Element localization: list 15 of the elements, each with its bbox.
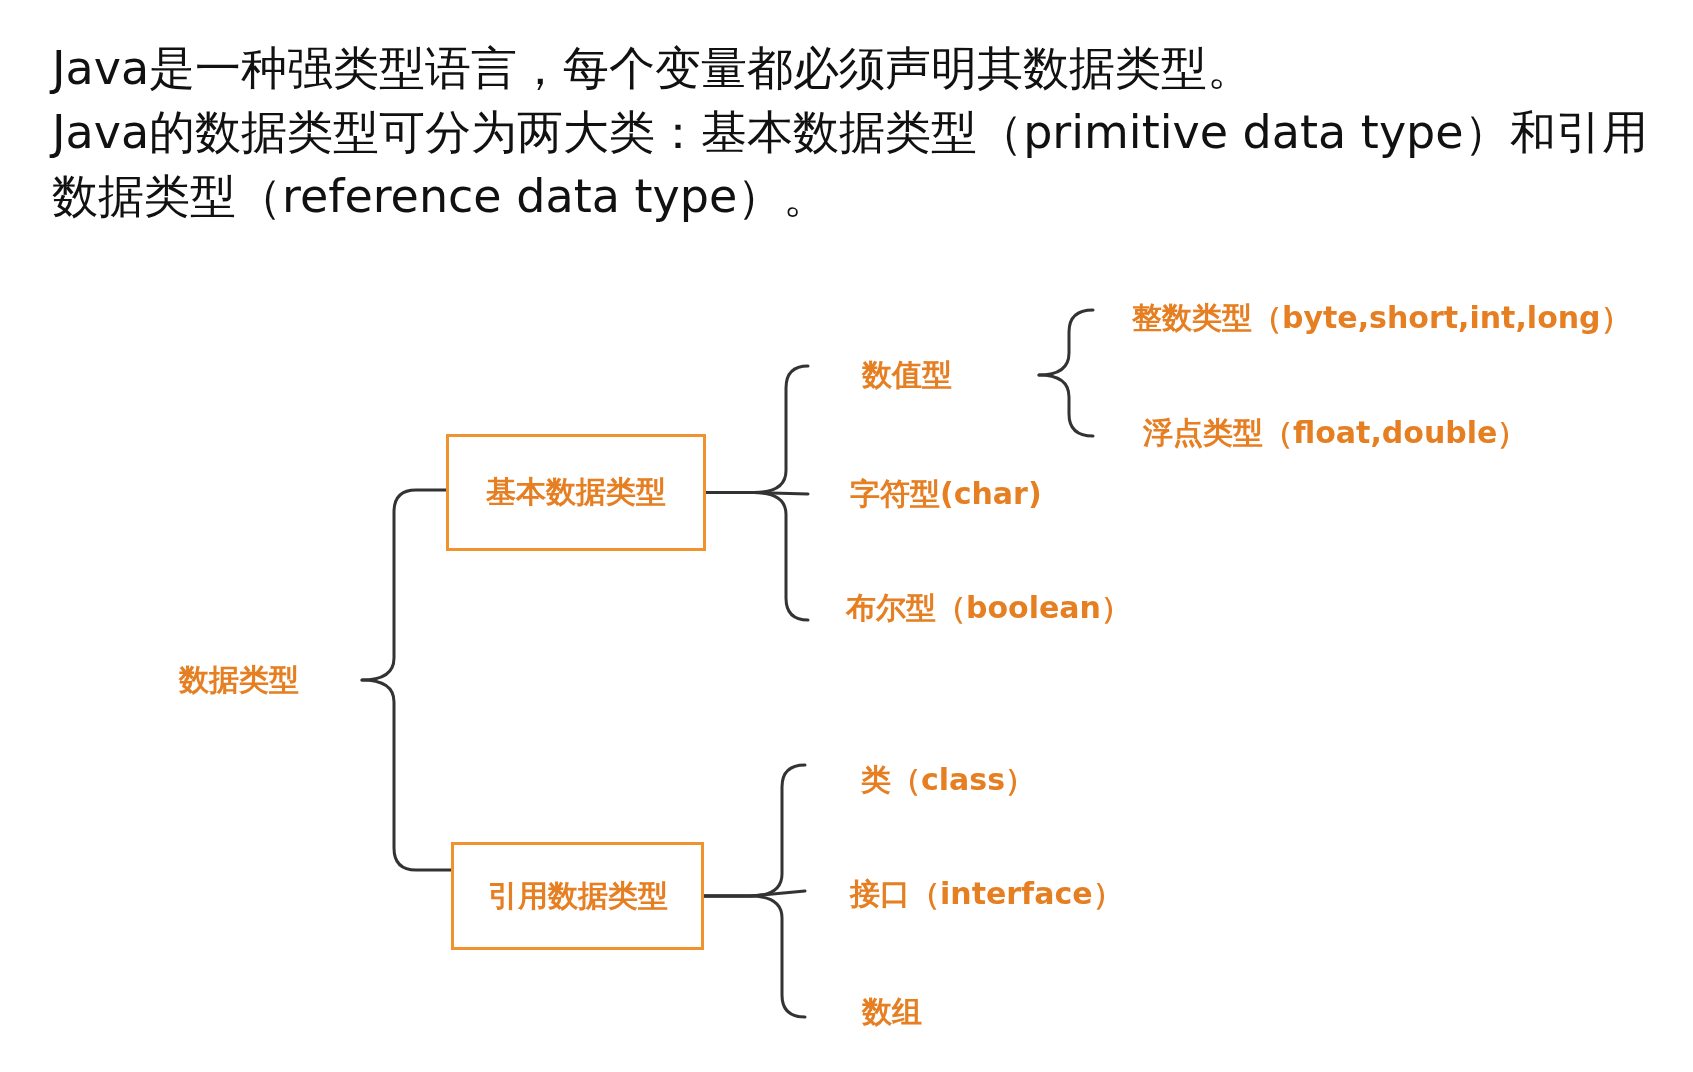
category-label: 数值型 <box>808 358 1039 392</box>
category-label: 数组 <box>805 994 1005 1030</box>
brace-connector <box>702 894 807 1019</box>
category-box: 引用数据类型 <box>451 842 704 950</box>
brace-connector <box>360 678 453 872</box>
category-box: 基本数据类型 <box>446 434 706 551</box>
category-label: 整数类型（byte,short,int,long） <box>1093 300 1673 336</box>
category-label: 类（class） <box>805 762 1105 798</box>
brace-connector <box>360 488 448 682</box>
category-label: 数据类型 <box>179 662 362 698</box>
brace-connector <box>704 491 810 622</box>
category-label: 接口（interface） <box>805 876 1165 912</box>
category-label: 浮点类型（float,double） <box>1093 415 1573 451</box>
category-label: 布尔型（boolean） <box>808 590 1168 626</box>
category-label: 字符型(char) <box>808 476 1108 512</box>
